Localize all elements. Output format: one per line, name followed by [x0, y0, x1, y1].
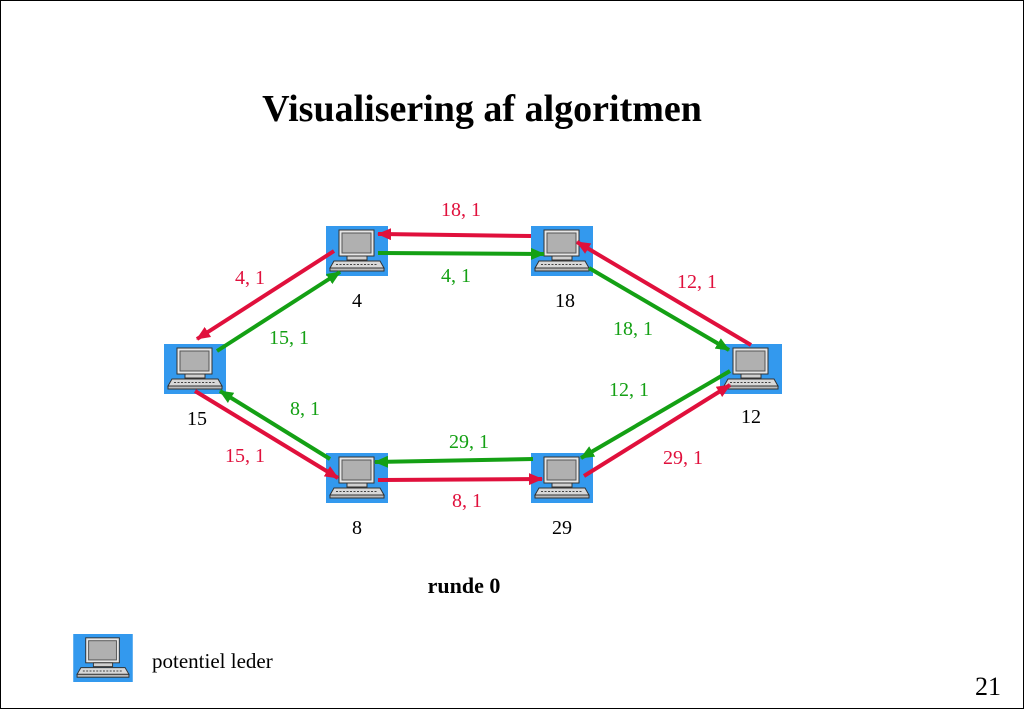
msg-8-to-15: 8, 1 — [290, 398, 320, 420]
msg-12-to-18: 12, 1 — [677, 271, 717, 293]
slide-title: Visualisering af algoritmen — [262, 88, 702, 130]
msg-18-to-12: 18, 1 — [613, 318, 653, 340]
msg-4-to-15: 4, 1 — [235, 267, 265, 289]
arrow-4-to-15 — [195, 249, 336, 341]
page-number: 21 — [975, 672, 1001, 701]
arrow-18-to-4 — [377, 228, 532, 241]
node-label-15: 15 — [187, 408, 207, 430]
arrow-15-to-4 — [215, 270, 342, 353]
arrow-15-to-8 — [193, 389, 340, 480]
arrow-12-to-18 — [575, 240, 753, 347]
node-18 — [531, 226, 593, 276]
msg-29-to-12: 29, 1 — [663, 447, 703, 469]
arrow-8-to-15 — [218, 389, 332, 461]
node-label-8: 8 — [352, 517, 362, 539]
arrow-12-to-29 — [579, 369, 732, 460]
arrow-29-to-12 — [582, 383, 732, 478]
node-label-12: 12 — [741, 406, 761, 428]
node-15 — [164, 344, 226, 394]
msg-8-to-29: 8, 1 — [452, 490, 482, 512]
msg-18-to-4: 18, 1 — [441, 199, 481, 221]
arrow-4-to-18 — [377, 247, 545, 260]
msg-29-to-8: 29, 1 — [449, 431, 489, 453]
node-label-18: 18 — [555, 290, 575, 312]
arrow-8-to-29 — [377, 473, 543, 486]
msg-15-to-4: 15, 1 — [269, 327, 309, 349]
node-label-4: 4 — [352, 290, 362, 312]
computer-icon — [72, 634, 134, 682]
round-label: runde 0 — [427, 573, 501, 598]
node-label-29: 29 — [552, 517, 572, 539]
msg-15-to-8: 15, 1 — [225, 445, 265, 467]
msg-12-to-29: 12, 1 — [609, 379, 649, 401]
arrow-18-to-12 — [587, 266, 731, 352]
legend-text: potentiel leder — [152, 649, 273, 673]
msg-4-to-18: 4, 1 — [441, 265, 471, 287]
arrow-29-to-8 — [374, 455, 534, 468]
